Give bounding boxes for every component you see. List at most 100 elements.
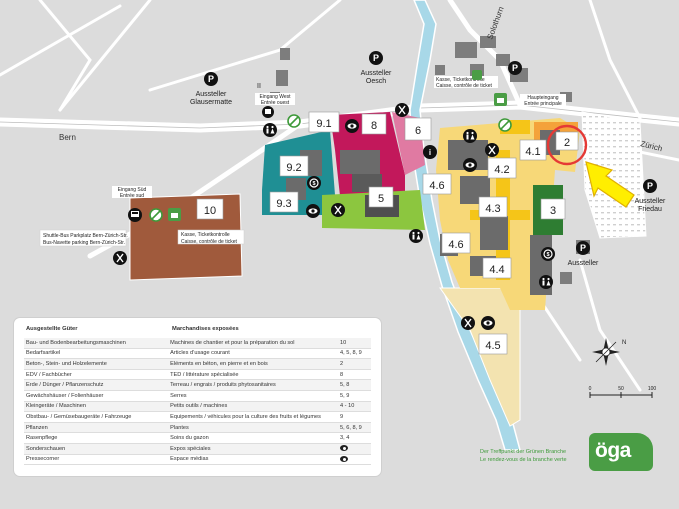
shop-icon	[494, 93, 507, 106]
legend-goods-de: Gewächshäuser / Folienhäuser	[24, 390, 169, 402]
svg-text:Aussteller: Aussteller	[196, 91, 227, 98]
legend-goods-de: EDV / Fachbücher	[24, 369, 169, 381]
hall-4-5-label: 4.5	[485, 340, 500, 352]
svg-text:Entrée principale: Entrée principale	[524, 101, 562, 107]
svg-text:Aussteller: Aussteller	[568, 260, 599, 267]
restaurant-icon	[112, 250, 128, 266]
parking-icon	[508, 61, 522, 75]
legend-goods-fr: Soins du gazon	[168, 432, 338, 444]
svg-text:Caisse, contrôle de ticket: Caisse, contrôle de ticket	[436, 83, 492, 89]
eye-icon	[340, 445, 348, 452]
legend-goods-fr: Articles d’usage courant	[168, 348, 338, 360]
svg-text:Oesch: Oesch	[366, 78, 386, 85]
hall-4-3-label: 4.3	[485, 203, 500, 215]
restaurant-icon	[330, 202, 346, 218]
hall-4-1-label: 4.1	[525, 146, 540, 158]
legend-hall-numbers: 9	[338, 411, 371, 423]
svg-text:50: 50	[618, 386, 624, 392]
restaurant-icon	[484, 142, 500, 158]
note-shuttle: Shuttle-Bus Parkplatz Bern-Zürich-Str. B…	[39, 229, 128, 247]
legend-goods-fr: Serres	[168, 390, 338, 402]
legend-goods-fr: Eléments en béton, en pierre et en bois	[168, 358, 338, 370]
legend-hall-numbers: 5, 8	[338, 379, 371, 391]
note-eingang-sued: Eingang Süd Entrée sud	[112, 186, 152, 199]
legend-goods-de: Rasenpflege	[24, 432, 169, 444]
legend-hall-numbers: 4 - 10	[338, 401, 371, 413]
amenity-icons: i	[112, 70, 556, 331]
legend-hall-numbers: 5, 6, 8, 9	[338, 422, 371, 434]
legend-hall-numbers: 3, 4	[338, 432, 371, 444]
hall-4-2-label: 4.2	[494, 164, 509, 176]
legend-goods-de: Beton-, Stein- und Holzelemente	[24, 358, 169, 370]
note-kasse-south: Kasse, Ticketkontrolle Caisse, contrôle …	[177, 229, 245, 245]
legend-goods-de: Kleingeräte / Maschinen	[24, 401, 169, 413]
toilet-icon	[263, 123, 277, 137]
svg-text:Caisse, contrôle de ticket: Caisse, contrôle de ticket	[181, 239, 237, 245]
tagline-fr: Le rendez-vous de la branche verte	[480, 457, 567, 463]
svg-text:N: N	[622, 340, 626, 346]
no-entry-icon	[498, 118, 512, 132]
svg-text:Glausermatte: Glausermatte	[190, 99, 232, 106]
hall-4-6a-label: 4.6	[429, 180, 444, 192]
svg-text:Eingang West: Eingang West	[259, 94, 291, 100]
hall-8-label: 8	[371, 120, 377, 132]
legend-hall-numbers	[338, 443, 371, 455]
legend-hall-numbers: 10	[338, 338, 371, 349]
legend-goods-de: Obstbau- / Gemüsebaugeräte / Fahrzeuge	[24, 411, 169, 423]
svg-text:Aussteller: Aussteller	[635, 198, 666, 205]
legend-goods-de: Bedarfsartikel	[24, 348, 169, 360]
eye-icon	[345, 119, 359, 133]
legend-goods-fr: Expos spéciales	[168, 443, 338, 455]
arrow-pointer	[585, 161, 635, 208]
hall-9-2-label: 9.2	[286, 162, 301, 174]
place-bern: Bern	[59, 133, 76, 142]
legend-hall-numbers	[338, 454, 371, 466]
legend-goods-de: Sonderschauen	[24, 443, 169, 455]
svg-text:Bus-Navette parking Bern-Züric: Bus-Navette parking Bern-Zürich-Str.	[43, 240, 125, 246]
svg-text:Friedau: Friedau	[638, 206, 662, 213]
shop-icon	[472, 70, 482, 80]
hall-6-label: 6	[415, 125, 421, 137]
eye-icon	[306, 204, 320, 218]
hall-4-6b-label: 4.6	[448, 239, 463, 251]
toilet-icon	[409, 229, 423, 243]
legend-goods-de: Bau- und Bodenbearbeitungsmaschinen	[24, 338, 169, 349]
svg-text:Entrée sud: Entrée sud	[120, 193, 144, 199]
shop-icon	[168, 208, 181, 221]
svg-text:0: 0	[589, 386, 592, 392]
legend-goods-de: Erde / Dünger / Pflanzenschutz	[24, 379, 169, 391]
aussteller-south: Aussteller	[568, 241, 599, 267]
svg-text:i: i	[429, 148, 431, 157]
note-haupteingang: Haupteingang Entrée principale	[520, 94, 566, 107]
legend-goods-fr: Machines de chantier et pour la préparat…	[168, 338, 338, 349]
restaurant-icon	[460, 315, 476, 331]
money-icon	[540, 246, 556, 262]
svg-text:Entrée ouest: Entrée ouest	[261, 100, 290, 106]
svg-text:Shuttle-Bus Parkplatz Bern-Zür: Shuttle-Bus Parkplatz Bern-Zürich-Str.	[43, 233, 128, 239]
legend-hall-numbers: 2	[338, 358, 371, 370]
aussteller-friedau: Aussteller Friedau	[635, 179, 666, 213]
parking-field-east	[581, 111, 647, 239]
legend-header-goods: Ausgestellte Güter	[26, 326, 78, 332]
info-icon: i	[423, 145, 437, 159]
svg-text:Kasse, Ticketkontrolle: Kasse, Ticketkontrolle	[436, 77, 485, 83]
eye-icon	[463, 158, 477, 172]
toilet-icon	[539, 275, 553, 289]
no-entry-icon	[287, 114, 301, 128]
aussteller-glausermatte: Aussteller Glausermatte	[190, 72, 232, 106]
legend-goods-fr: Petits outils / machines	[168, 401, 338, 413]
legend-goods-fr: Plantes	[168, 422, 338, 434]
oega-logo: öga	[589, 433, 653, 471]
hall-9-1-label: 9.1	[316, 118, 331, 130]
legend-hall-numbers: 5, 9	[338, 390, 371, 402]
